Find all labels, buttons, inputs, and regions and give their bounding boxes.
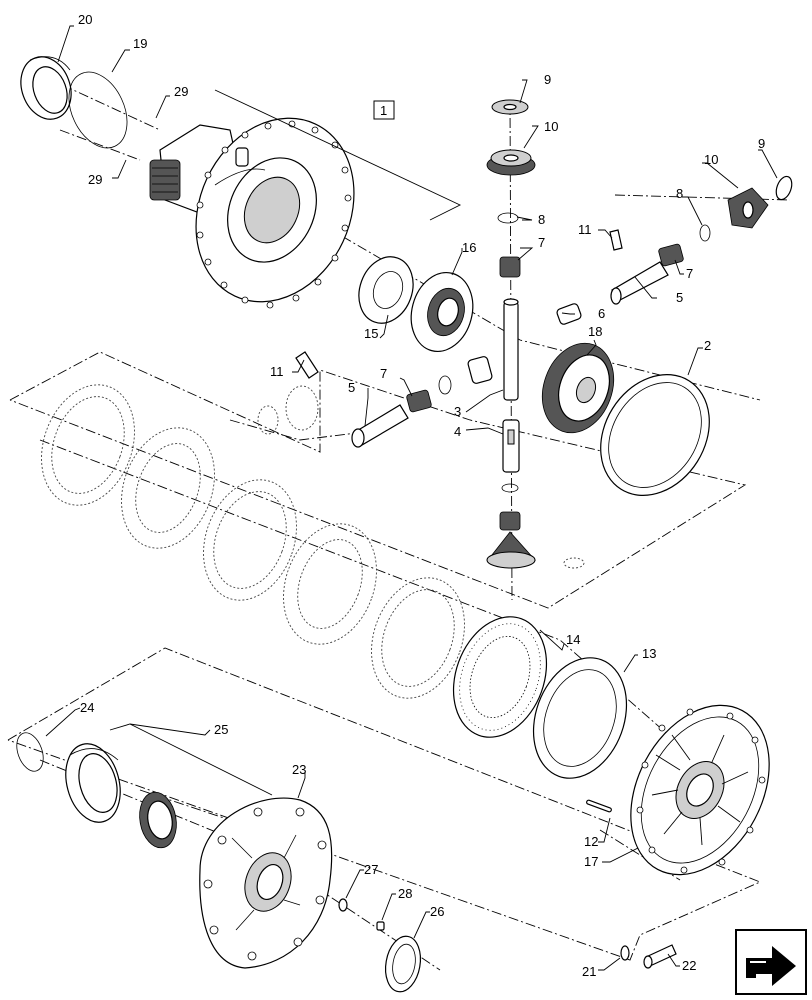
clutch-disc-ghost-2 bbox=[121, 427, 215, 549]
bearing-cup-20 bbox=[20, 56, 72, 120]
housing-gear-teeth bbox=[149, 159, 181, 201]
callout-10-top: 10 bbox=[544, 119, 558, 134]
bracket-1 bbox=[214, 89, 462, 221]
callout-12: 12 bbox=[584, 834, 598, 849]
callout-18: 18 bbox=[588, 324, 602, 339]
snap-ring-19 bbox=[68, 71, 128, 149]
callout-29-lower: 29 bbox=[88, 172, 102, 187]
lower-pinion-gear bbox=[486, 531, 536, 569]
cover-17 bbox=[630, 704, 770, 876]
screw-28 bbox=[376, 921, 385, 931]
callout-27: 27 bbox=[364, 862, 378, 877]
pin-12 bbox=[586, 799, 612, 813]
clutch-disc-ghost-1 bbox=[41, 384, 135, 506]
roller-bearing bbox=[139, 791, 177, 849]
callout-8-top: 8 bbox=[538, 212, 545, 227]
bearing-cup-25 bbox=[65, 743, 121, 823]
callout-7-left: 7 bbox=[380, 366, 387, 381]
callout-6: 6 bbox=[598, 306, 605, 321]
lower-bearing bbox=[499, 511, 521, 531]
cover-ribs bbox=[651, 734, 749, 846]
shaft-5-right bbox=[610, 261, 669, 305]
callout-16: 16 bbox=[462, 240, 476, 255]
callout-28: 28 bbox=[398, 886, 412, 901]
bolt-11-left bbox=[295, 351, 319, 379]
spacer-dowel bbox=[467, 356, 493, 384]
callout-7-right: 7 bbox=[686, 266, 693, 281]
callout-24: 24 bbox=[80, 700, 94, 715]
callout-labels: 20 19 29 29 1 9 10 8 7 16 15 11 9 10 8 7… bbox=[78, 12, 765, 979]
callout-17: 17 bbox=[584, 854, 598, 869]
clutch-disc-ghost-4 bbox=[283, 523, 377, 645]
bearing-7-left bbox=[406, 389, 432, 413]
seal-26 bbox=[384, 935, 422, 993]
washer-27 bbox=[338, 898, 348, 912]
pinion-gear-10-top bbox=[486, 149, 536, 176]
callout-23: 23 bbox=[292, 762, 306, 777]
washer-9-right bbox=[775, 175, 793, 201]
clutch-disc-ghost-5 bbox=[371, 577, 465, 699]
clutch-disc-ghost-3 bbox=[203, 479, 297, 601]
callout-13: 13 bbox=[642, 646, 656, 661]
snap-ring-8-right bbox=[699, 224, 711, 242]
pinion-gear-ghost bbox=[257, 385, 319, 435]
callout-10-right: 10 bbox=[704, 152, 718, 167]
ring-gear-18 bbox=[541, 342, 615, 434]
callout-25: 25 bbox=[214, 722, 228, 737]
callout-19: 19 bbox=[133, 36, 147, 51]
bolt-11-right bbox=[609, 229, 623, 251]
shaft-4 bbox=[502, 419, 520, 473]
callout-11-right: 11 bbox=[578, 222, 592, 237]
snap-ring-left bbox=[438, 375, 452, 395]
next-page-arrow-icon[interactable] bbox=[735, 929, 807, 995]
cross-shaft-3 bbox=[503, 298, 519, 401]
callout-29-upper: 29 bbox=[174, 84, 188, 99]
callout-7-top: 7 bbox=[538, 235, 545, 250]
leader-lines bbox=[45, 25, 778, 971]
callout-26: 26 bbox=[430, 904, 444, 919]
lower-washer-ghost bbox=[563, 557, 585, 569]
callout-11-left: 11 bbox=[270, 364, 284, 379]
steel-plate-13 bbox=[532, 657, 628, 779]
differential-housing bbox=[149, 117, 355, 309]
callout-4: 4 bbox=[454, 424, 461, 439]
shaft-5-left bbox=[351, 404, 409, 448]
washer-9-top bbox=[491, 99, 529, 115]
callout-8-right: 8 bbox=[676, 186, 683, 201]
bolt-22 bbox=[643, 944, 677, 969]
callout-14: 14 bbox=[566, 632, 580, 647]
callout-2: 2 bbox=[704, 338, 711, 353]
pinion-gear-10-right bbox=[727, 187, 769, 229]
callout-9-top: 9 bbox=[544, 72, 551, 87]
flange-holes bbox=[196, 120, 352, 309]
region-boundaries bbox=[7, 351, 762, 961]
carrier-23 bbox=[199, 797, 333, 969]
cover-holes bbox=[636, 708, 766, 874]
snap-ring-8-top bbox=[497, 212, 519, 224]
callout-20: 20 bbox=[78, 12, 92, 27]
snap-ring-24 bbox=[16, 732, 44, 772]
lower-snap-ring bbox=[501, 483, 519, 493]
callout-15: 15 bbox=[364, 326, 378, 341]
bearing-7-right bbox=[658, 243, 684, 267]
callout-3: 3 bbox=[454, 404, 461, 419]
callout-5-right: 5 bbox=[676, 290, 683, 305]
callout-22: 22 bbox=[682, 958, 696, 973]
callout-1: 1 bbox=[380, 103, 387, 118]
callout-9-right: 9 bbox=[758, 136, 765, 151]
carrier-holes bbox=[203, 807, 327, 961]
callout-21: 21 bbox=[582, 964, 596, 979]
callout-5-left: 5 bbox=[348, 380, 355, 395]
friction-plate-2 bbox=[600, 374, 710, 496]
side-gear-16 bbox=[410, 271, 474, 353]
friction-disc-14 bbox=[452, 616, 548, 738]
thrust-washer-15 bbox=[358, 256, 414, 324]
callout-1-box bbox=[373, 100, 395, 120]
bearing-7-top bbox=[499, 256, 521, 278]
washer-21 bbox=[620, 945, 630, 961]
